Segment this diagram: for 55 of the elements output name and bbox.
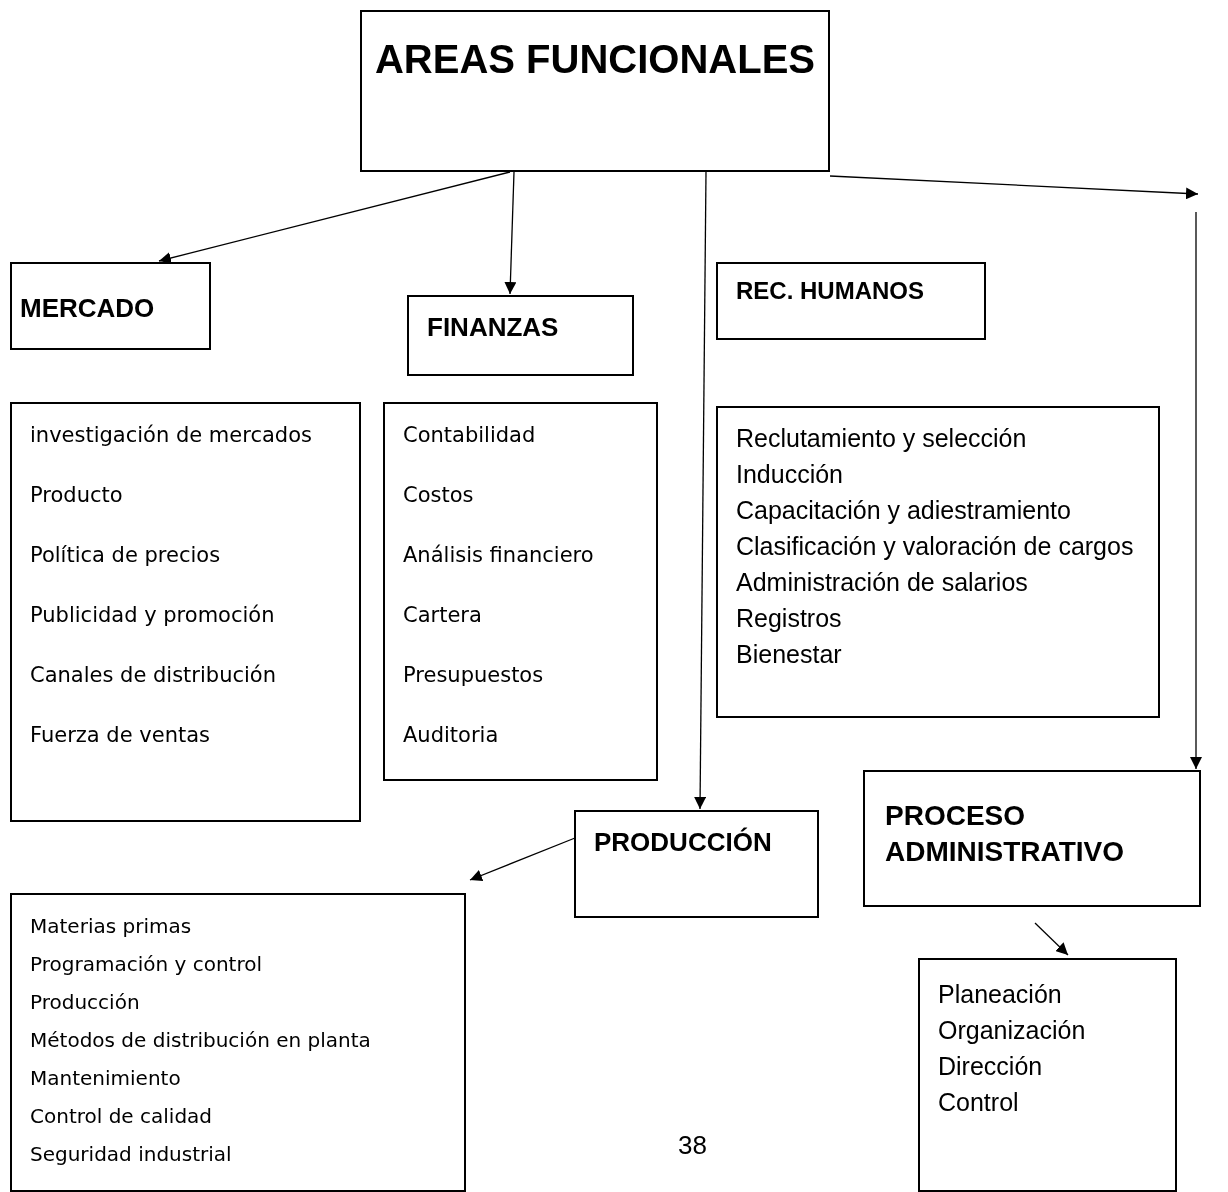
list-item: Política de precios: [30, 542, 222, 569]
list-item: Programación y control: [30, 951, 263, 978]
list-item: Auditoria: [403, 722, 500, 749]
heading-text: REC. HUMANOS: [736, 276, 925, 306]
list-item: Dirección: [938, 1051, 1044, 1082]
heading-box: [574, 810, 819, 918]
list-box: [716, 406, 1160, 718]
list-item: Administración de salarios: [736, 567, 1029, 598]
list-item: Control: [938, 1087, 1020, 1118]
list-box: [383, 402, 658, 781]
arrow: [694, 171, 707, 810]
list-box: [10, 402, 361, 822]
list-item: Cartera: [403, 602, 483, 629]
list-item: investigación de mercados: [30, 422, 313, 449]
list-item: Organización: [938, 1015, 1087, 1046]
heading-text: PRODUCCIÓN: [594, 826, 773, 858]
list-item: Bienestar: [736, 639, 843, 670]
list-item: Análisis financiero: [403, 542, 595, 569]
arrow: [504, 171, 517, 295]
list-item: Contabilidad: [403, 422, 537, 449]
heading-box: [360, 10, 830, 172]
arrow: [1034, 922, 1069, 956]
arrow: [1190, 211, 1202, 770]
list-item: Clasificación y valoración de cargos: [736, 531, 1135, 562]
arrow: [158, 171, 511, 264]
list-item: Planeación: [938, 979, 1063, 1010]
heading-text: MERCADO: [20, 292, 156, 324]
list-item: Costos: [403, 482, 475, 509]
list-item: Registros: [736, 603, 843, 634]
list-item: Inducción: [736, 459, 845, 490]
list-item: Control de calidad: [30, 1103, 214, 1130]
heading-text: FINANZAS: [427, 311, 560, 343]
page-number: 38: [678, 1130, 707, 1161]
heading-box: [716, 262, 986, 340]
list-item: Capacitación y adiestramiento: [736, 495, 1072, 526]
list-item: Presupuestos: [403, 662, 545, 689]
heading-text: AREAS FUNCIONALES: [374, 36, 816, 83]
list-item: Métodos de distribución en planta: [30, 1027, 372, 1054]
heading-box: [863, 770, 1201, 907]
list-item: Producción: [30, 989, 141, 1016]
arrow: [469, 837, 576, 882]
arrow: [829, 175, 1199, 200]
list-item: Seguridad industrial: [30, 1141, 233, 1168]
list-item: Fuerza de ventas: [30, 722, 211, 749]
heading-box: [10, 262, 211, 350]
list-box: [10, 893, 466, 1192]
list-item: Mantenimiento: [30, 1065, 182, 1092]
heading-box: [407, 295, 634, 376]
list-item: Publicidad y promoción: [30, 602, 276, 629]
list-box: [918, 958, 1177, 1192]
list-item: Canales de distribución: [30, 662, 277, 689]
list-item: Reclutamiento y selección: [736, 423, 1028, 454]
heading-text: PROCESO ADMINISTRATIVO: [885, 799, 1126, 869]
list-item: Producto: [30, 482, 124, 509]
list-item: Materias primas: [30, 913, 193, 940]
